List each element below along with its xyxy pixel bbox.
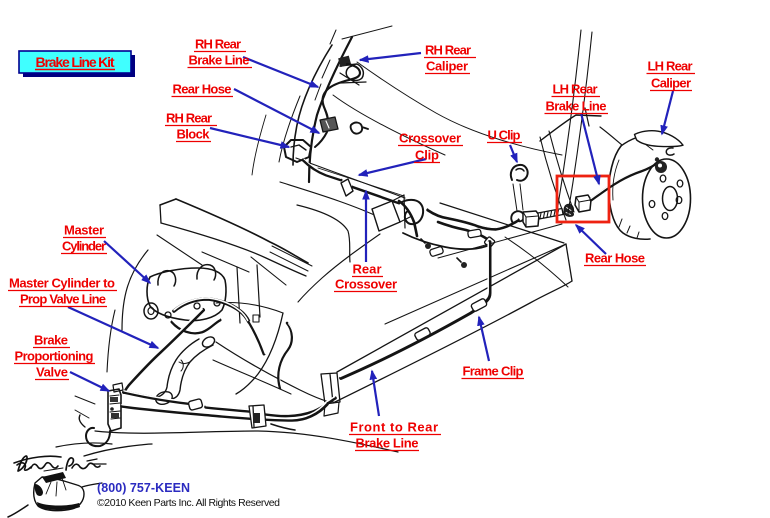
svg-text:U Clip: U Clip bbox=[488, 128, 521, 143]
svg-text:Crossover: Crossover bbox=[399, 131, 461, 146]
svg-text:Rear Hose: Rear Hose bbox=[173, 82, 232, 97]
svg-text:Brake: Brake bbox=[34, 333, 68, 348]
svg-text:Proportioning: Proportioning bbox=[15, 349, 94, 364]
svg-text:Clip: Clip bbox=[415, 148, 439, 163]
svg-text:Block: Block bbox=[177, 127, 211, 142]
svg-text:Frame Clip: Frame Clip bbox=[463, 364, 524, 379]
svg-text:Rear Hose: Rear Hose bbox=[585, 251, 645, 266]
svg-text:Valve: Valve bbox=[36, 365, 68, 380]
svg-text:Rear: Rear bbox=[353, 262, 382, 277]
svg-text:RH Rear: RH Rear bbox=[425, 43, 471, 58]
svg-text:LH Rear: LH Rear bbox=[648, 59, 693, 74]
svg-text:Crossover: Crossover bbox=[335, 277, 397, 292]
svg-text:RH Rear: RH Rear bbox=[166, 111, 212, 126]
svg-text:LH Rear: LH Rear bbox=[553, 82, 598, 97]
svg-text:©2010 Keen Parts Inc. All Righ: ©2010 Keen Parts Inc. All Rights Reserve… bbox=[97, 497, 280, 509]
svg-text:(800) 757-KEEN: (800) 757-KEEN bbox=[97, 481, 190, 495]
svg-text:Caliper: Caliper bbox=[651, 76, 691, 91]
svg-text:Brake Line: Brake Line bbox=[356, 436, 419, 451]
svg-text:Master Cylinder to: Master Cylinder to bbox=[9, 276, 115, 291]
svg-text:Master: Master bbox=[64, 223, 104, 238]
svg-text:RH Rear: RH Rear bbox=[195, 37, 241, 52]
svg-text:Front to Rear: Front to Rear bbox=[350, 420, 438, 435]
svg-text:Brake Line: Brake Line bbox=[546, 99, 607, 114]
svg-text:Caliper: Caliper bbox=[426, 59, 468, 74]
svg-text:Brake Line Kit: Brake Line Kit bbox=[36, 54, 115, 70]
svg-text:Prop Valve Line: Prop Valve Line bbox=[20, 292, 106, 307]
svg-text:Cylinder: Cylinder bbox=[62, 239, 106, 254]
svg-text:Brake Line: Brake Line bbox=[189, 53, 250, 68]
